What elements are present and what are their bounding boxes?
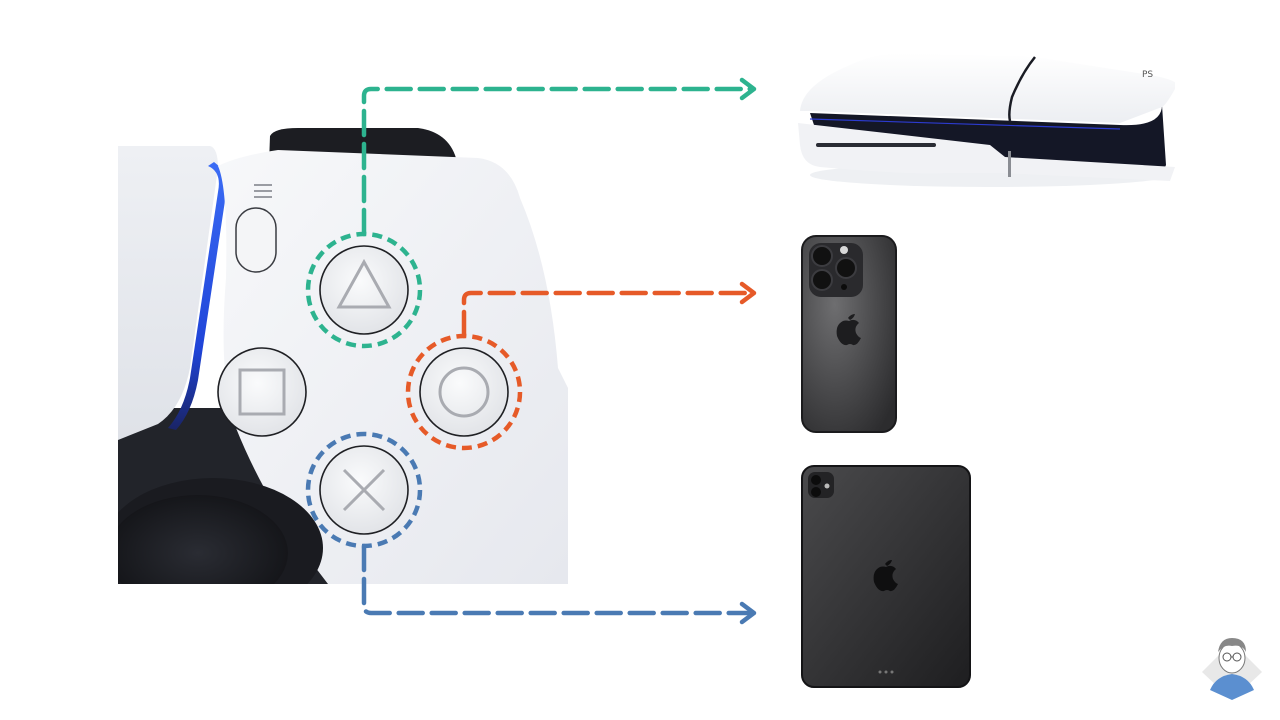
ipad-image [800, 464, 972, 689]
circle-icon [438, 366, 490, 418]
square-icon [238, 368, 286, 416]
triangle-to-ps5-arrow [361, 77, 757, 237]
ps5-console-image: PS [790, 25, 1178, 195]
avatar-watermark [1196, 628, 1268, 700]
apple-logo-icon [836, 314, 861, 346]
cross-button [305, 431, 423, 549]
svg-text:PS: PS [1142, 70, 1153, 80]
circle-to-iphone-arrow [461, 281, 757, 339]
options-button [235, 184, 277, 273]
triangle-icon [336, 258, 392, 309]
square-button [217, 347, 307, 437]
cross-to-ipad-arrow [361, 543, 757, 625]
cross-icon [342, 468, 386, 512]
iphone-image [800, 234, 897, 433]
circle-button [405, 333, 523, 451]
apple-logo-icon [873, 560, 898, 592]
triangle-button [305, 231, 423, 349]
